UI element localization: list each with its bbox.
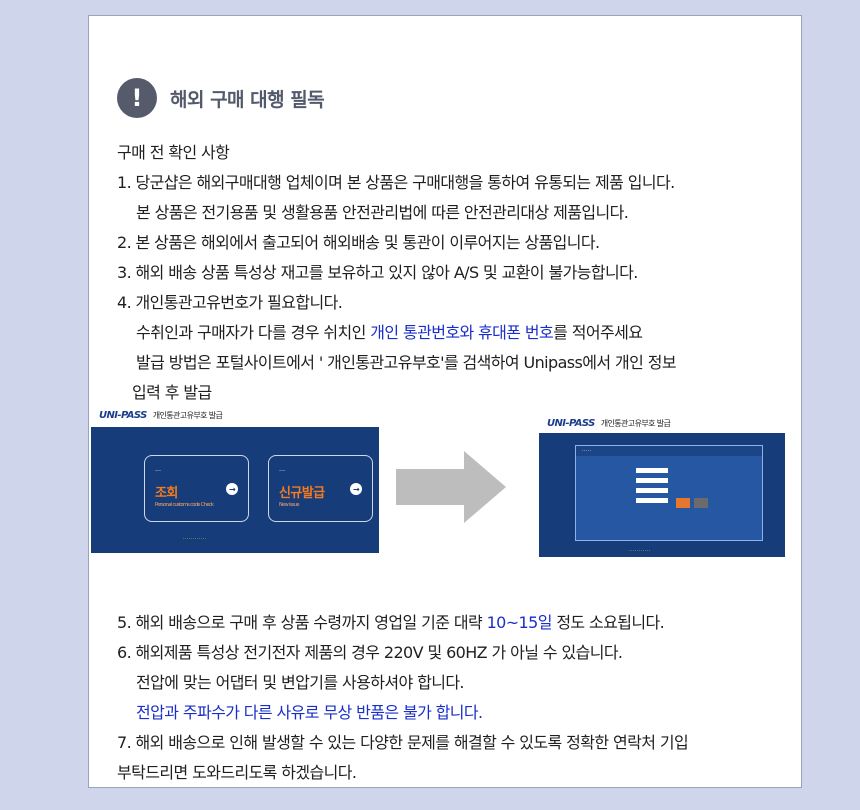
item-5-end: 정도 소요됩니다. <box>551 613 665 632</box>
lookup-sublabel: Personal customs code Check <box>155 502 214 508</box>
arrow-right-icon <box>396 451 506 523</box>
unipass-footnote: · · · · · · · · · · · <box>629 548 650 554</box>
item-6-detail-a: 전압에 맞는 어댑터 및 변압기를 사용하셔야 합니다. <box>136 673 465 692</box>
dialog-button <box>676 498 690 508</box>
unipass-logo: UNI-PASS <box>547 417 595 429</box>
item-4a-end: 를 적어주세요 <box>553 323 643 342</box>
item-6-detail-b: 전압과 주파수가 다른 사유로 무상 반품은 불가 합니다. <box>136 703 483 722</box>
unipass-dialog: · · · · · <box>575 445 763 541</box>
item-6: 6. 해외제품 특성상 전기전자 제품의 경우 220V 및 60HZ 가 아닐… <box>117 643 623 662</box>
dialog-field <box>636 498 668 503</box>
item-5: 5. 해외 배송으로 구매 후 상품 수령까지 영업일 기준 대략 10~15일… <box>117 608 797 638</box>
unipass-title: 개인통관고유부호 발급 <box>600 418 671 428</box>
unipass-screenshot-right: UNI-PASS 개인통관고유부호 발급 · · · · · · · · · ·… <box>539 413 785 557</box>
new-issue-label: 신규발급 <box>279 486 325 501</box>
lookup-box: ······ 조회 Personal customs code Check → <box>144 455 249 522</box>
item-1-detail: 본 상품은 전기용품 및 생활용품 안전관리법에 따른 안전관리대상 제품입니다… <box>136 203 629 222</box>
unipass-header-left: UNI-PASS 개인통관고유부호 발급 <box>91 403 379 427</box>
notice-body: 구매 전 확인 사항 1. 당군샵은 해외구매대행 업체이며 본 상품은 구매대… <box>91 138 797 788</box>
dialog-field <box>636 488 668 493</box>
item-2: 2. 본 상품은 해외에서 출고되어 해외배송 및 통관이 이루어지는 상품입니… <box>117 233 600 252</box>
exclamation-icon: ! <box>117 78 157 118</box>
lookup-caption: ······ <box>155 468 162 474</box>
item-1: 1. 당군샵은 해외구매대행 업체이며 본 상품은 구매대행을 통하여 유통되는… <box>117 173 675 192</box>
notice-title: 해외 구매 대행 필독 <box>170 88 325 111</box>
item-3: 3. 해외 배송 상품 특성상 재고를 보유하고 있지 않아 A/S 및 교환이… <box>117 263 638 282</box>
item-4: 4. 개인통관고유번호가 필요합니다. <box>117 293 343 312</box>
item-5-highlight: 10~15일 <box>486 613 553 632</box>
dialog-titlebar: · · · · · <box>576 446 762 456</box>
item-7: 7. 해외 배송으로 인해 발생할 수 있는 다양한 문제를 해결할 수 있도록… <box>117 733 689 752</box>
unipass-header-right: UNI-PASS 개인통관고유부호 발급 <box>539 413 785 433</box>
new-issue-sublabel: New issue <box>279 502 300 508</box>
intro-text: 구매 전 확인 사항 <box>117 143 230 162</box>
item-4-detail-b: 발급 방법은 포털사이트에서 ' 개인통관고유부호'를 검색하여 Unipass… <box>136 353 677 372</box>
new-issue-box: ······ 신규발급 New issue → <box>268 455 373 522</box>
dialog-button <box>694 498 708 508</box>
item-4a-highlight: 개인 통관번호와 휴대폰 번호 <box>370 323 554 342</box>
lookup-label: 조회 <box>155 486 178 501</box>
notice-card: ! 해외 구매 대행 필독 구매 전 확인 사항 1. 당군샵은 해외구매대행 … <box>88 15 802 788</box>
unipass-footnote: · · · · · · · · · · · · <box>183 536 206 542</box>
item-4a-text: 수취인과 구매자가 다를 경우 쉬치인 <box>136 323 371 342</box>
new-issue-caption: ······ <box>279 468 286 474</box>
dialog-field <box>636 478 668 483</box>
unipass-screenshot-left: UNI-PASS 개인통관고유부호 발급 ······ 조회 Personal … <box>91 403 379 553</box>
item-4-detail-c: 입력 후 발급 <box>132 383 212 402</box>
item-7-detail: 부탁드리면 도와드리도록 하겠습니다. <box>117 763 357 782</box>
item-4-detail-a: 수취인과 구매자가 다를 경우 쉬치인 개인 통관번호와 휴대폰 번호를 적어주… <box>117 318 797 348</box>
item-5-text: 5. 해외 배송으로 구매 후 상품 수령까지 영업일 기준 대략 <box>117 613 487 632</box>
unipass-guide: UNI-PASS 개인통관고유부호 발급 ······ 조회 Personal … <box>91 403 791 558</box>
notice-header: ! 해외 구매 대행 필독 <box>117 78 325 118</box>
arrow-right-icon: → <box>350 483 362 495</box>
dialog-field <box>636 468 668 473</box>
unipass-images: UNI-PASS 개인통관고유부호 발급 ······ 조회 Personal … <box>91 403 797 608</box>
arrow-right-icon: → <box>226 483 238 495</box>
unipass-logo: UNI-PASS <box>99 409 147 421</box>
unipass-title: 개인통관고유부호 발급 <box>152 410 223 420</box>
